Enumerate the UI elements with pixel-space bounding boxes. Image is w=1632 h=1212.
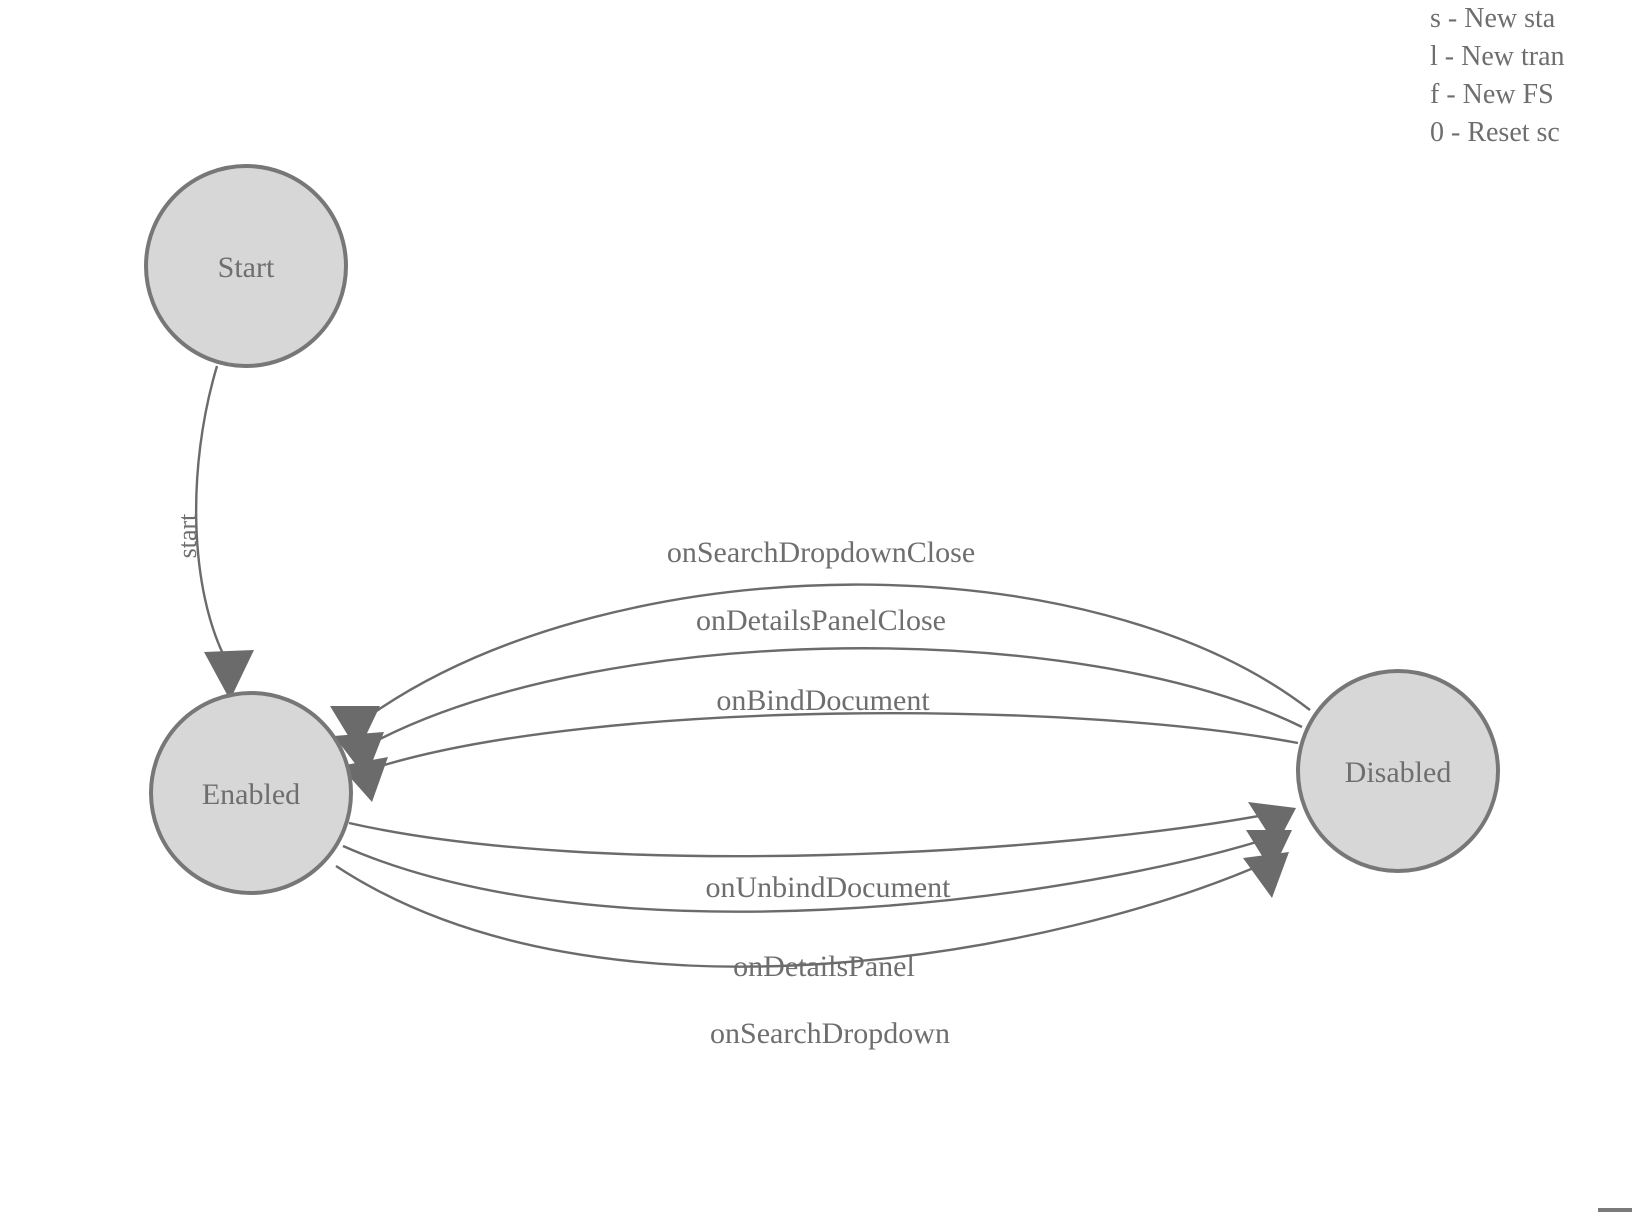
help-line-new-state: s - New sta bbox=[1430, 3, 1556, 34]
help-line-new-transition: l - New tran bbox=[1430, 41, 1565, 72]
state-label: Disabled bbox=[1345, 756, 1452, 789]
transition-path bbox=[377, 647, 1303, 742]
state-circle bbox=[1296, 669, 1500, 873]
help-line-new-fsm: f - New FS bbox=[1430, 79, 1554, 110]
transition-onDetailsPanelClose[interactable]: onDetailsPanelClose bbox=[334, 604, 1303, 778]
help-line-reset-scale: 0 - Reset sc bbox=[1430, 117, 1560, 148]
state-circle bbox=[149, 691, 353, 895]
arrow-head-icon bbox=[330, 706, 380, 752]
arrow-head-icon bbox=[204, 650, 254, 700]
transition-label: onSearchDropdownClose bbox=[667, 536, 975, 569]
transition-path bbox=[374, 583, 1311, 713]
state-node-start[interactable]: Start bbox=[144, 164, 348, 368]
arrow-head-icon bbox=[340, 757, 388, 802]
state-label: Enabled bbox=[202, 778, 300, 811]
keyboard-shortcuts-help: s - New sta l - New tran f - New FS 0 - … bbox=[1430, 0, 1632, 152]
state-node-enabled[interactable]: Enabled bbox=[149, 691, 353, 895]
transition-onBindDocument[interactable]: onBindDocument bbox=[340, 684, 1299, 802]
arrow-head-icon bbox=[1243, 852, 1289, 898]
transition-path bbox=[348, 810, 1281, 858]
state-node-disabled[interactable]: Disabled bbox=[1296, 669, 1500, 873]
transition-path bbox=[342, 834, 1277, 913]
arrow-head-icon bbox=[1248, 802, 1296, 846]
state-circle bbox=[144, 164, 348, 368]
panel-corner-frame bbox=[1598, 1168, 1632, 1212]
transition-path bbox=[380, 711, 1299, 768]
transition-onUnbindDocument[interactable]: onUnbindDocument bbox=[348, 802, 1296, 904]
transition-label: onSearchDropdown bbox=[710, 1017, 950, 1050]
arrow-head-icon bbox=[1246, 830, 1292, 872]
transition-onSearchDropdown[interactable]: onSearchDropdown bbox=[335, 852, 1289, 1050]
arrow-head-icon bbox=[334, 732, 384, 778]
transition-path bbox=[335, 858, 1273, 968]
transition-label: onBindDocument bbox=[716, 684, 930, 717]
state-label: Start bbox=[218, 251, 275, 284]
transition-start[interactable]: start bbox=[173, 365, 254, 700]
transition-label: start bbox=[173, 513, 202, 559]
transition-path bbox=[194, 365, 228, 661]
transition-onDetailsPanel[interactable]: onDetailsPanel bbox=[342, 830, 1292, 983]
transition-label: onDetailsPanelClose bbox=[696, 604, 946, 637]
transition-label: onUnbindDocument bbox=[706, 871, 952, 904]
transition-onSearchDropdownClose[interactable]: onSearchDropdownClose bbox=[330, 536, 1311, 752]
